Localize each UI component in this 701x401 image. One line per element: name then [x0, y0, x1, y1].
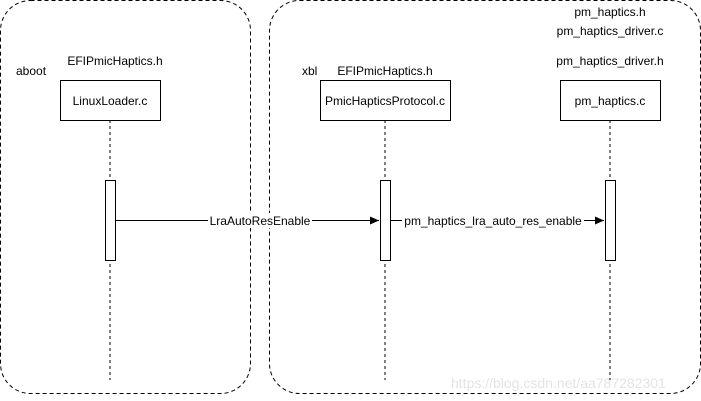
group-label-aboot: aboot: [16, 64, 47, 78]
participant-box-protocol[interactable]: [320, 80, 451, 121]
message-label-pm-haptics-lra: pm_haptics_lra_auto_res_enable: [404, 214, 582, 228]
participant-box-pm-haptics[interactable]: [560, 80, 661, 121]
group-label-xbl: xbl: [302, 64, 317, 78]
header-label-driver-h: pm_haptics_driver.h: [556, 54, 663, 68]
activation-bar-pm-haptics: [605, 180, 616, 261]
group-frame-aboot: [0, 0, 251, 394]
watermark: https://blog.csdn.net/aa787282301: [451, 375, 666, 391]
participant-label-protocol: PmicHapticsProtocol.c: [325, 94, 445, 108]
header-label-loader: EFIPmicHaptics.h: [67, 54, 162, 68]
header-label-protocol: EFIPmicHaptics.h: [337, 64, 432, 78]
participant-label-loader: LinuxLoader.c: [73, 94, 148, 108]
header-label-driver-c: pm_haptics_driver.c: [557, 24, 664, 38]
header-label-pm-haptics-h: pm_haptics.h: [574, 5, 645, 19]
participant-label-pm-haptics: pm_haptics.c: [575, 94, 646, 108]
message-label-bg-1: [208, 213, 312, 228]
message-label-bg-2: [402, 213, 584, 228]
message-label-lra-auto-res-enable: LraAutoResEnable: [210, 214, 311, 228]
participant-box-loader[interactable]: [60, 80, 161, 121]
activation-bar-loader: [105, 180, 116, 261]
activation-bar-protocol: [380, 180, 391, 261]
